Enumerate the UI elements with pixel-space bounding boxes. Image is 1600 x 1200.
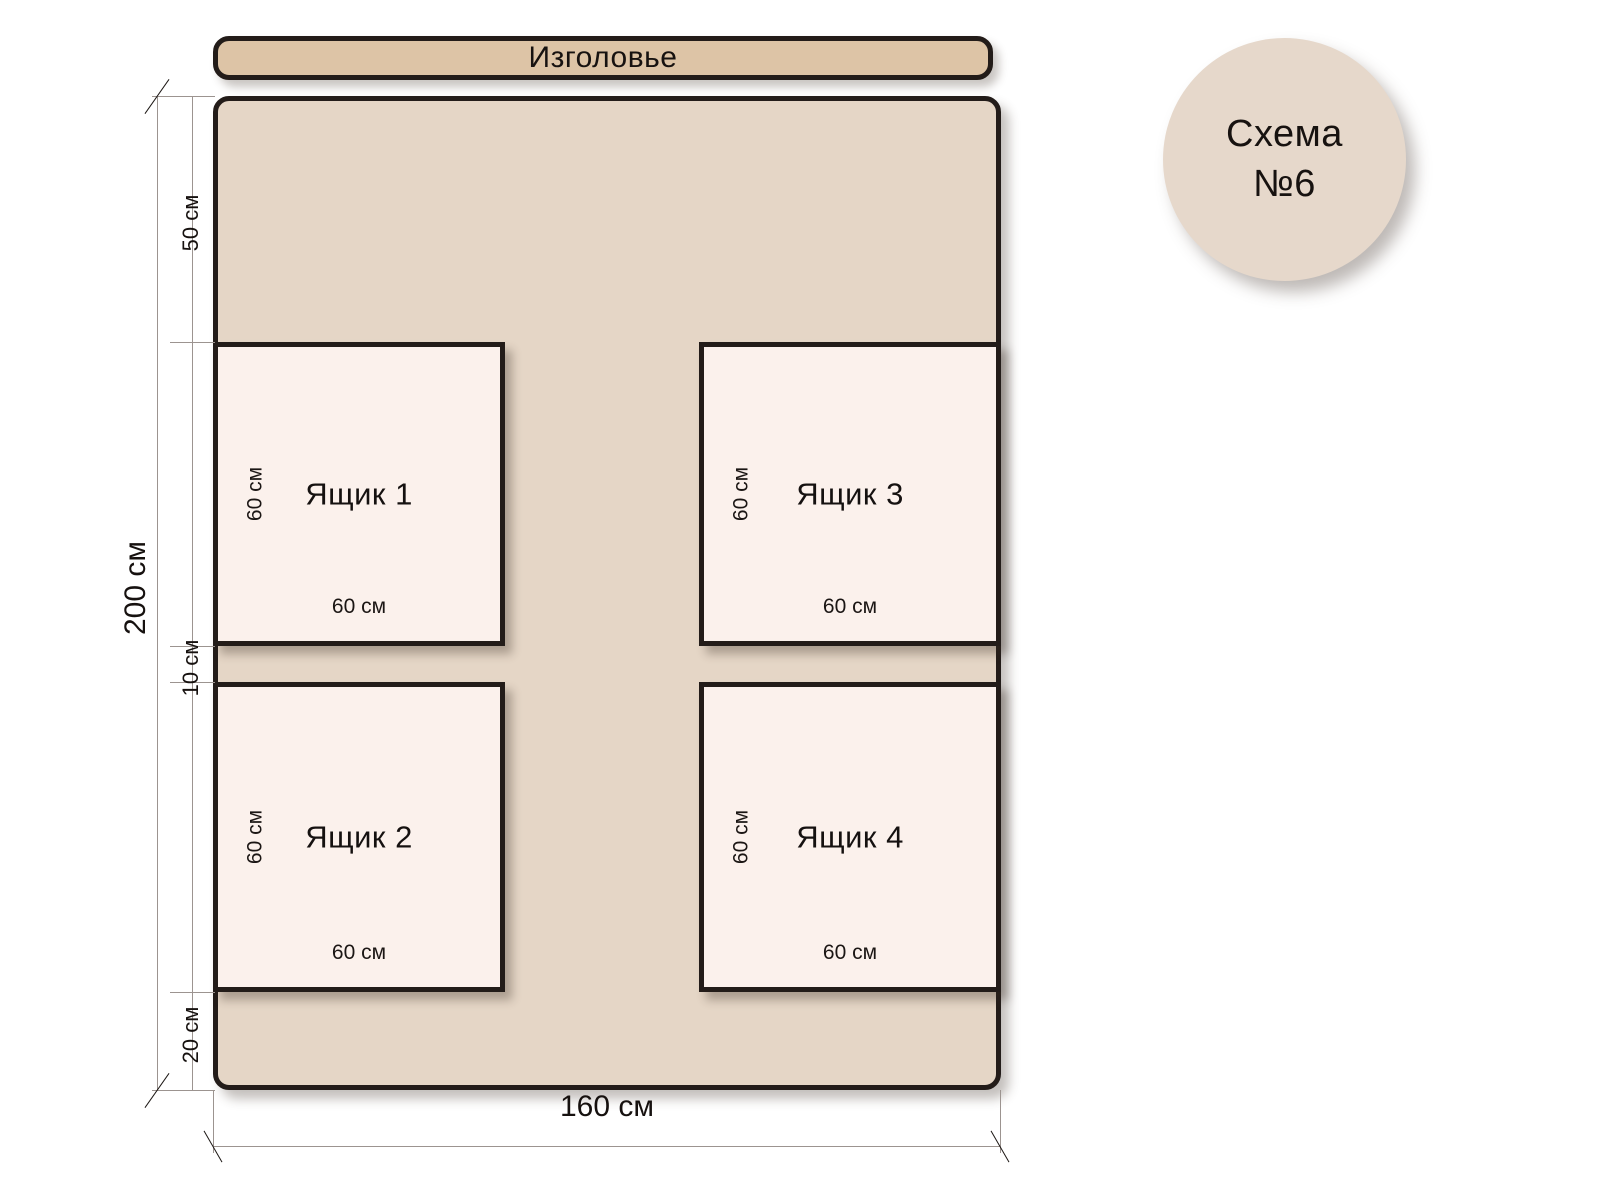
ext-line-bottom: [152, 1090, 215, 1091]
scheme-badge: Схема №6: [1163, 38, 1406, 281]
ext-line-top: [152, 96, 215, 97]
drawer-3-width-label: 60 см: [822, 595, 878, 618]
dim-rail-total-height: [157, 96, 158, 1090]
headboard-label: Изголовье: [528, 41, 678, 74]
drawer-4-title: Ящик 4: [796, 819, 904, 855]
dim-label-top-offset: 50 см: [178, 194, 203, 252]
scheme-badge-line-2: №6: [1253, 162, 1316, 205]
drawer-2-title: Ящик 2: [305, 819, 413, 855]
ext-line-left-width: [213, 1090, 214, 1153]
drawer-3-title: Ящик 3: [796, 476, 904, 512]
dim-label-total-height: 200 см: [119, 541, 152, 636]
dim-label-total-width: 160 см: [559, 1090, 654, 1123]
drawer-4-width-label: 60 см: [822, 941, 878, 964]
drawer-1: 60 см Ящик 1 60 см: [213, 342, 505, 646]
drawer-1-width-label: 60 см: [331, 595, 387, 618]
drawer-2: 60 см Ящик 2 60 см: [213, 682, 505, 992]
drawer-1-title: Ящик 1: [305, 476, 413, 512]
dim-label-gap: 10 см: [178, 639, 203, 697]
scheme-badge-line-1: Схема: [1226, 112, 1343, 155]
drawer-3: 60 см Ящик 3 60 см: [699, 342, 1001, 646]
dim-rail-total-width: [213, 1146, 1001, 1147]
drawer-2-width-label: 60 см: [331, 941, 387, 964]
ext-line-right-width: [1000, 1090, 1001, 1153]
drawer-4: 60 см Ящик 4 60 см: [699, 682, 1001, 992]
dim-rail-inner: [192, 96, 193, 1090]
dim-label-bottom-offset: 20 см: [178, 1006, 203, 1064]
headboard-bar: Изголовье: [213, 36, 993, 80]
